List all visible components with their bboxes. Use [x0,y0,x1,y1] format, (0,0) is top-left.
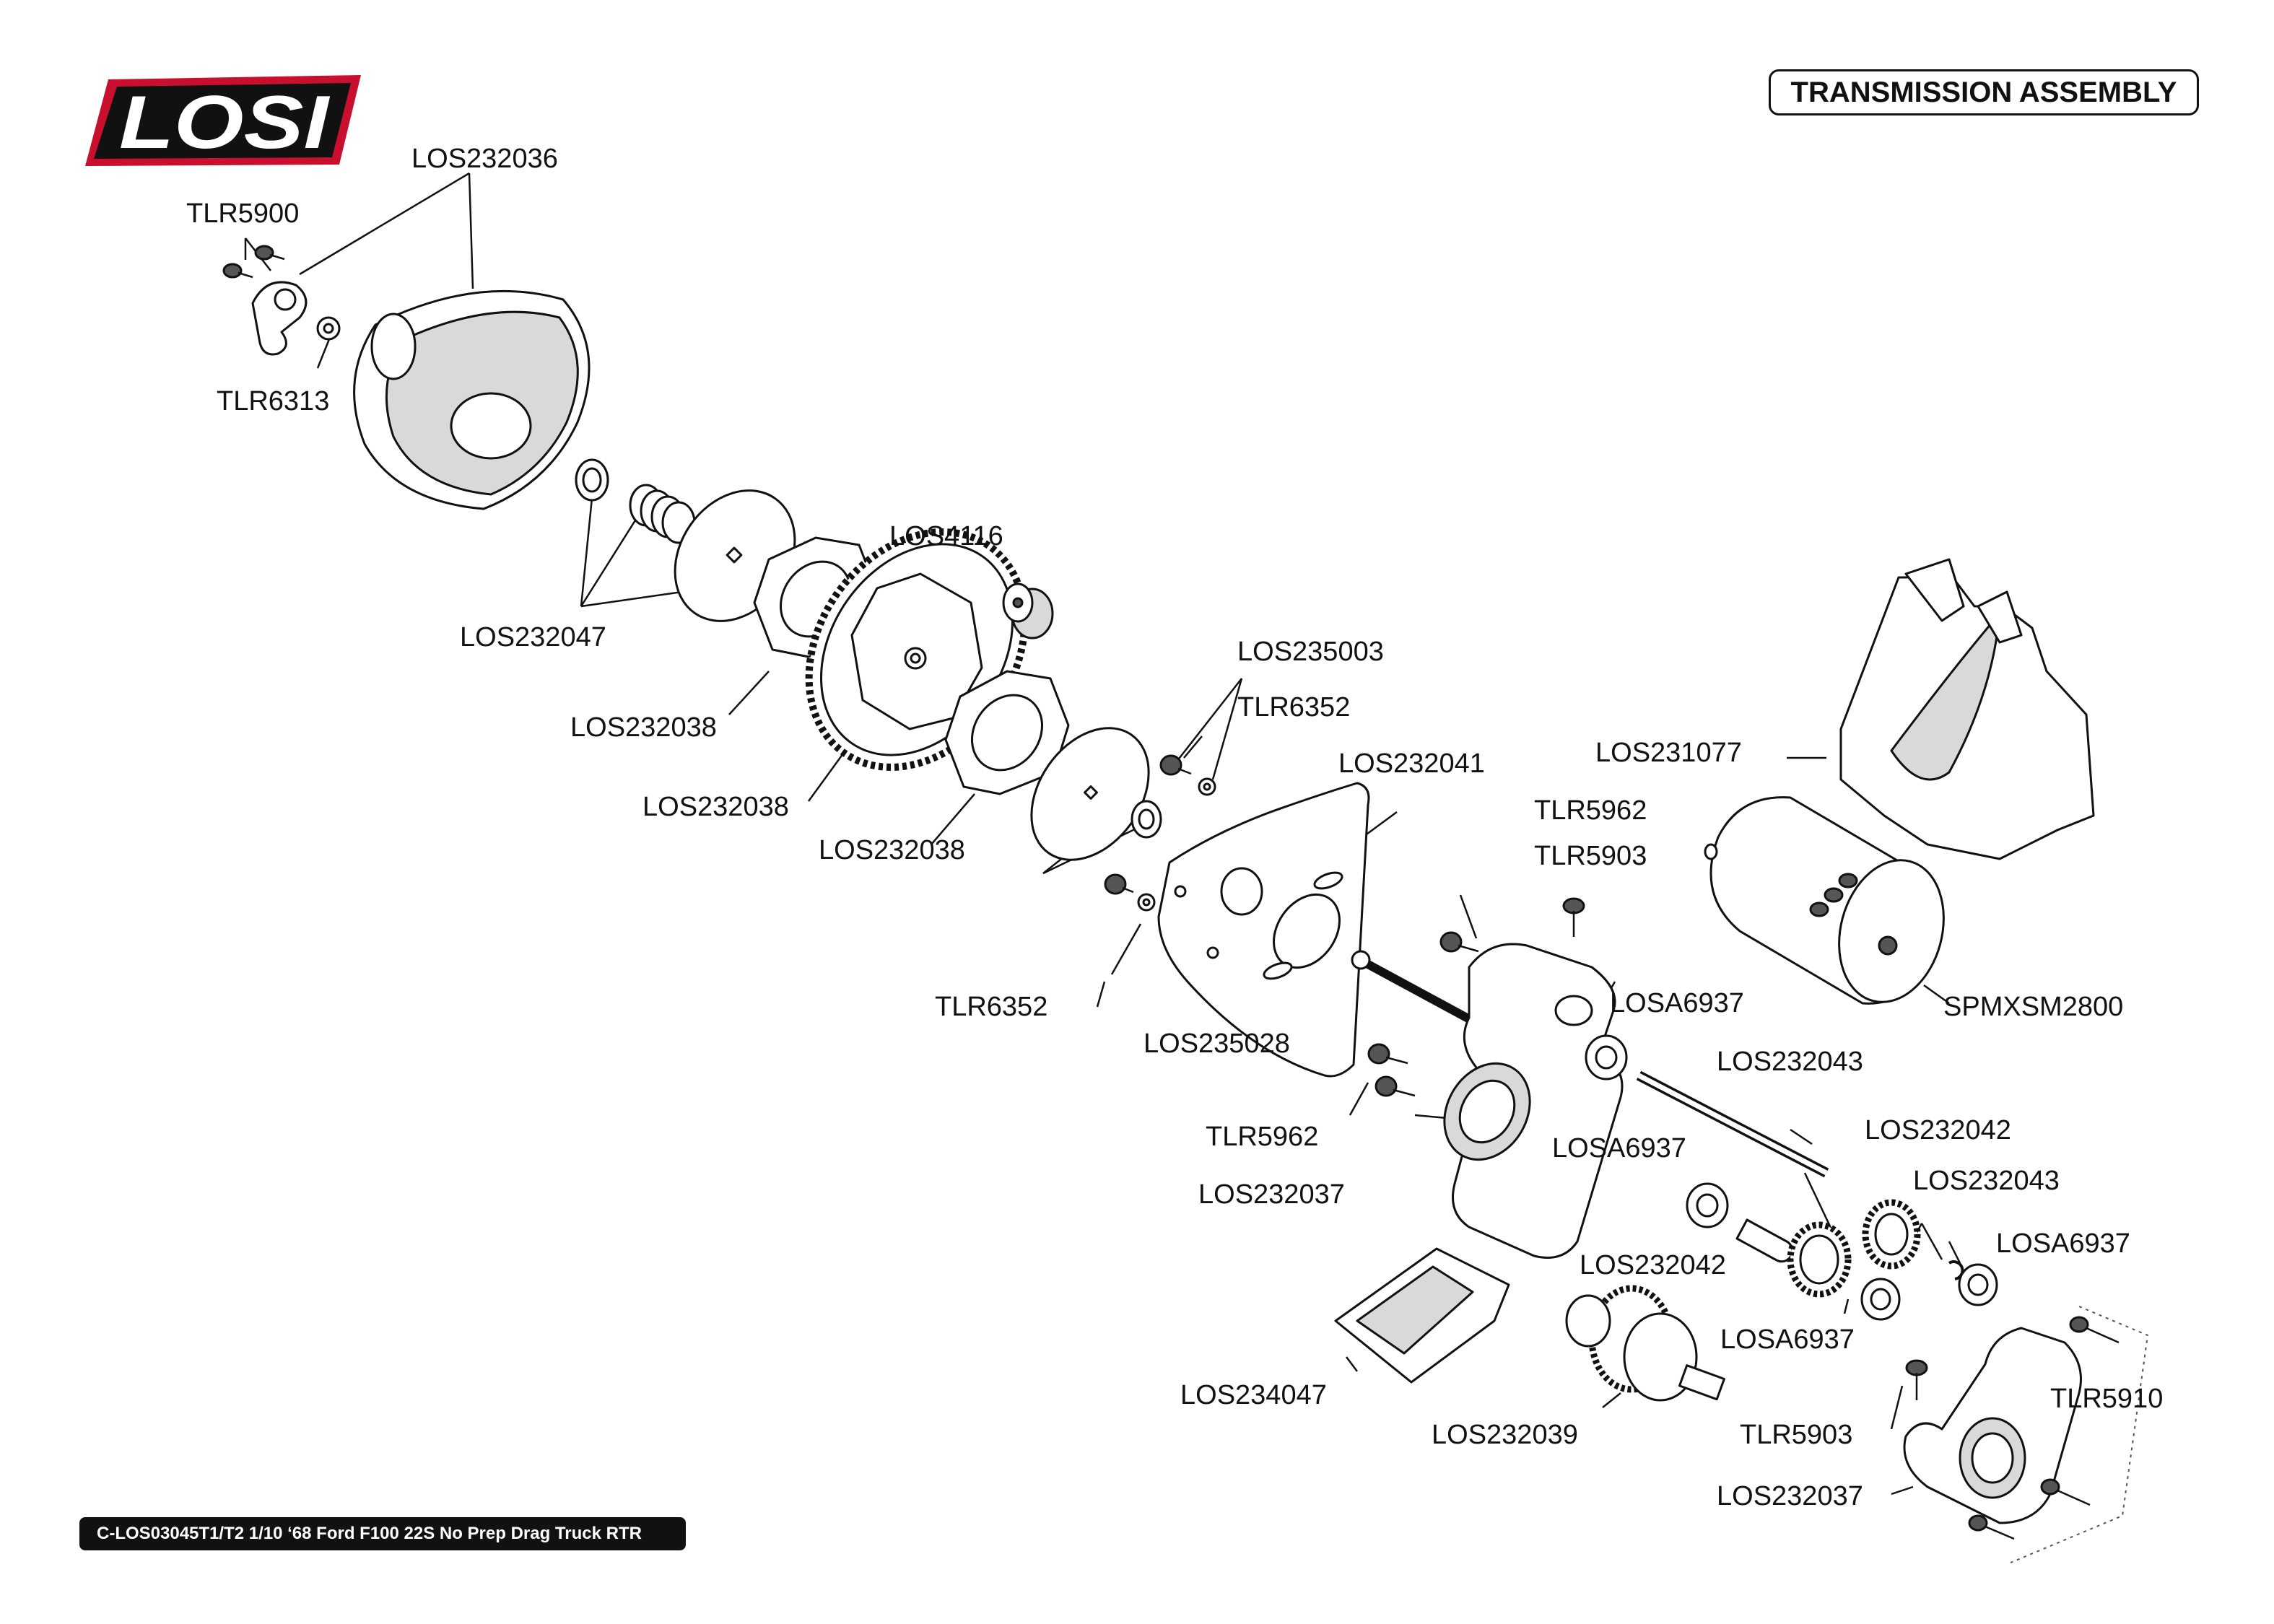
part-pin-los232042 [1735,1218,1794,1263]
part-bearing-d [1958,1263,1998,1306]
label-tlr5903-a: TLR5903 [1534,841,1647,871]
part-bearing-a [1585,1034,1628,1081]
part-cover-los234047 [1334,1247,1510,1384]
part-screws-tlr5962-lower [1367,1043,1416,1097]
losi-logo: LOSI [85,75,361,166]
part-spur-cover-los232036 [353,289,591,510]
label-spmxsm2800: SPMXSM2800 [1943,992,2123,1022]
label-los235003: LOS235003 [1237,637,1384,667]
part-motor-spmxsm2800 [1704,796,1945,1005]
label-tlr5962-a: TLR5962 [1534,795,1647,826]
label-los232037-b: LOS232037 [1717,1481,1863,1511]
part-slipper-pad-2 [944,670,1070,795]
label-losa6937-c: LOSA6937 [1996,1228,2130,1259]
label-losa6937-d: LOSA6937 [1720,1324,1855,1355]
label-tlr5900: TLR5900 [186,198,299,229]
label-los232039: LOS232039 [1432,1420,1578,1450]
part-gear-los232042 [1787,1221,1852,1298]
part-mount-bracket [251,281,308,356]
part-hub-los235003 [1131,800,1162,839]
label-los232036: LOS232036 [411,144,558,174]
label-los235028: LOS235028 [1143,1029,1290,1059]
label-tlr6352-b: TLR6352 [935,992,1047,1022]
part-screw-tlr5962-top [1439,931,1479,953]
part-gearbox-case-los232037 [1443,943,1624,1259]
part-nut-tlr6313 [316,316,341,341]
label-los232042-a: LOS232042 [1865,1115,2011,1145]
page-title: TRANSMISSION ASSEMBLY [1769,69,2199,115]
label-los232038-b: LOS232038 [642,792,789,822]
part-bearing-b [1686,1182,1729,1228]
part-clip [1948,1260,1964,1280]
label-los4116: LOS4116 [889,521,1003,551]
part-screw-lower [1104,873,1156,912]
label-los232043-b: LOS232043 [1913,1166,2060,1196]
label-tlr5910: TLR5910 [2050,1384,2163,1414]
part-screws-tlr5900 [222,245,285,279]
part-motor-plate-los232041 [1157,782,1370,1078]
part-bearing-c [1860,1278,1901,1321]
label-tlr6352-a: TLR6352 [1237,692,1350,722]
part-gear-los232043 [1862,1199,1921,1270]
label-losa6937-a: LOSA6937 [1610,988,1744,1018]
logo-text: LOSI [119,81,331,165]
label-tlr5962-b: TLR5962 [1206,1122,1318,1152]
label-los232038-a: LOS232038 [570,712,717,743]
part-screw-tlr5903-lower [1905,1359,1928,1400]
label-los234047: LOS234047 [1180,1380,1327,1410]
part-screw-top [1159,754,1216,796]
label-los232047: LOS232047 [460,622,606,652]
part-shaft-los232043 [1636,1070,1829,1178]
part-gearbox-case-rear [1903,1327,2082,1524]
label-los232041: LOS232041 [1338,748,1485,779]
part-pinion-los4116 [1002,582,1054,639]
part-top-plate-los231077 [1839,558,2095,860]
label-tlr6313: TLR6313 [217,386,329,416]
leader-lines [244,172,2149,1563]
label-los232043-a: LOS232043 [1717,1047,1863,1077]
label-los232037-a: LOS232037 [1198,1179,1345,1210]
part-screws-tlr5910 [1968,1316,2120,1540]
label-los232042-b: LOS232042 [1580,1250,1726,1280]
label-los231077: LOS231077 [1595,738,1742,768]
footer-model-label: C-LOS03045T1/T2 1/10 ‘68 Ford F100 22S N… [79,1517,686,1550]
label-losa6937-b: LOSA6937 [1552,1133,1686,1164]
label-tlr5903-b: TLR5903 [1740,1420,1852,1450]
part-screw-tlr5903-top [1562,897,1585,937]
part-labels: LOS232036 TLR5900 TLR6313 LOS232047 LOS4… [186,144,2163,1511]
part-diff-los232039 [1565,1285,1725,1402]
label-los232038-c: LOS232038 [819,835,965,865]
